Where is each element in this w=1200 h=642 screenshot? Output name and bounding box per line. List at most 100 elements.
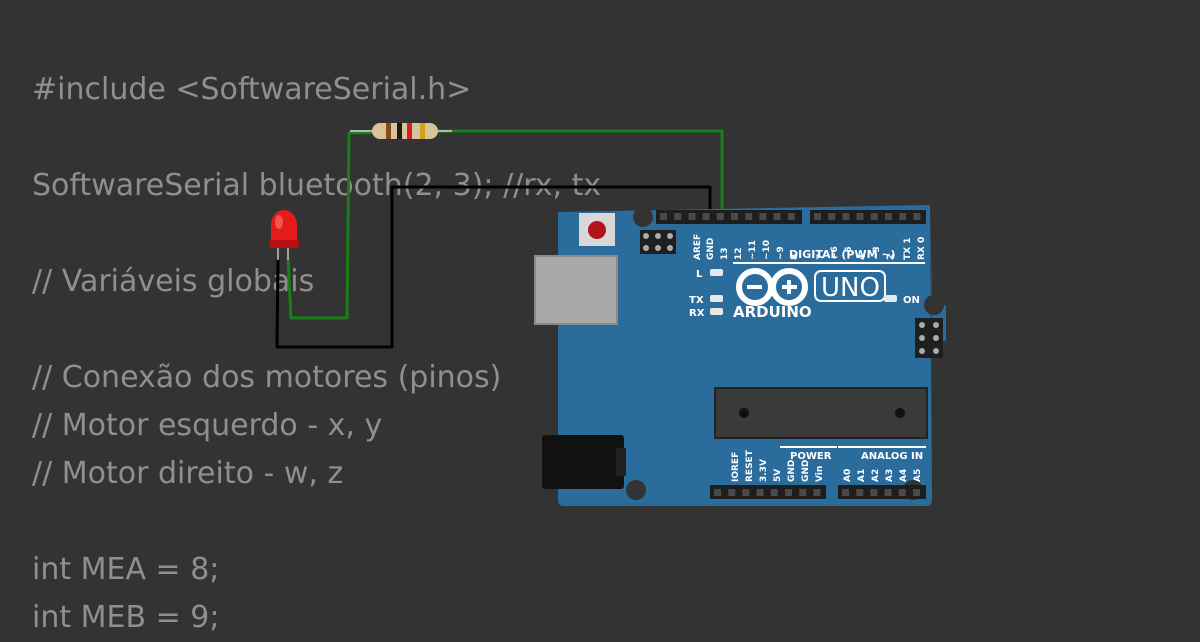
code-line: // Motor direito - w, z [32, 456, 344, 491]
pin-label: A5 [913, 469, 923, 482]
reset-button-cap[interactable] [588, 221, 606, 239]
pin-hole[interactable] [898, 489, 906, 496]
rx-led-label: RX [689, 308, 705, 319]
pin-hole[interactable] [688, 213, 696, 220]
pin-hole[interactable] [813, 489, 821, 496]
mounting-hole [626, 480, 646, 500]
power-header [710, 485, 826, 499]
pin-hole[interactable] [828, 213, 836, 220]
pin-hole[interactable] [745, 213, 753, 220]
pin-hole[interactable] [856, 213, 864, 220]
pin-label: 12 [734, 247, 744, 260]
pin-hole[interactable] [756, 489, 764, 496]
pin-hole[interactable] [716, 213, 724, 220]
pin-hole[interactable] [885, 213, 892, 220]
model-badge [814, 270, 886, 302]
model-label: UNO [821, 273, 880, 303]
pin-hole[interactable] [913, 213, 921, 220]
pin-label: A0 [843, 469, 853, 482]
pin-hole[interactable] [770, 489, 778, 496]
pin-hole[interactable] [799, 489, 807, 496]
code-line: #include <SoftwareSerial.h> [32, 72, 472, 107]
digital-header-label: DIGITAL (PWM ~) [789, 248, 896, 261]
pin-label: RESET [745, 449, 755, 482]
icsp-header-right [915, 318, 943, 358]
pin-label: ~5 [844, 246, 854, 260]
pin-hole[interactable] [870, 213, 878, 220]
pin-label: GND [706, 238, 716, 260]
power-header-label: POWER [790, 451, 832, 462]
digital-header-right [810, 210, 926, 224]
pin-hole[interactable] [660, 213, 667, 220]
pin-label: 7 [816, 254, 826, 260]
usb-port [534, 255, 618, 325]
pin-label: 13 [720, 247, 730, 260]
pin-label: 2 [886, 254, 896, 260]
pin-hole[interactable] [742, 489, 750, 496]
pin-hole[interactable] [773, 213, 781, 220]
pin-label: ~9 [776, 246, 786, 260]
pin-label: A2 [871, 469, 881, 482]
code-line: // Variáveis globais [32, 264, 315, 299]
analog-header [838, 485, 926, 499]
pin-label: GND [787, 460, 797, 482]
pin-hole[interactable] [731, 213, 738, 220]
pin-label: ~10 [762, 240, 772, 260]
tx-led [710, 295, 723, 302]
arduino-infinity-logo-icon [736, 268, 808, 306]
pin-label: 5V [773, 469, 783, 482]
pin-label: ~6 [830, 246, 840, 260]
code-line: int MEA = 8; [32, 552, 220, 587]
pin-hole[interactable] [842, 489, 849, 496]
pin-hole[interactable] [702, 213, 710, 220]
tx-led-label: TX [689, 295, 704, 306]
black-wire[interactable] [275, 185, 712, 349]
pin-label: ~3 [872, 246, 882, 260]
pin-label: Vin [815, 466, 825, 482]
pin-label: 4 [858, 254, 868, 260]
pin-hole[interactable] [728, 489, 736, 496]
microcontroller-chip [714, 387, 928, 439]
pin-hole[interactable] [787, 213, 795, 220]
pin-hole[interactable] [842, 213, 850, 220]
pin-label: A3 [885, 469, 895, 482]
green-wire[interactable] [286, 129, 724, 320]
on-led-label: ON [903, 295, 920, 306]
on-led [884, 295, 897, 302]
l-led-label: L [696, 269, 703, 280]
pin-hole[interactable] [814, 213, 821, 220]
icsp-header [640, 230, 676, 254]
resistor[interactable] [350, 123, 452, 139]
pin-hole[interactable] [785, 489, 792, 496]
mounting-hole [633, 207, 653, 227]
pin-label: GND [801, 460, 811, 482]
pin-hole[interactable] [674, 213, 682, 220]
brand-label: ARDUINO [733, 303, 812, 321]
pin-label: RX 0 [917, 237, 927, 260]
pin-label: A1 [857, 469, 867, 482]
red-led[interactable] [269, 210, 299, 260]
dc-power-jack [542, 435, 624, 489]
pin-label: IOREF [731, 452, 741, 482]
rx-led [710, 308, 723, 315]
pin-label: ~11 [748, 240, 758, 260]
pin-hole[interactable] [856, 489, 864, 496]
code-line: // Conexão dos motores (pinos) [32, 360, 502, 395]
pin-hole[interactable] [870, 489, 878, 496]
analog-header-label: ANALOG IN [861, 451, 923, 462]
pin-label: 8 [790, 254, 800, 260]
pin-hole[interactable] [899, 213, 907, 220]
pin-hole[interactable] [913, 489, 920, 496]
pin-hole[interactable] [714, 489, 721, 496]
pin-label: 3.3V [759, 459, 769, 482]
pin-hole[interactable] [759, 213, 767, 220]
l-led [710, 269, 723, 276]
code-line: int MEB = 9; [32, 600, 220, 635]
pin-label: AREF [693, 234, 703, 260]
mounting-hole [924, 295, 944, 315]
pin-label: A4 [899, 469, 909, 482]
pin-label: TX 1 [903, 238, 913, 260]
pin-hole[interactable] [884, 489, 892, 496]
